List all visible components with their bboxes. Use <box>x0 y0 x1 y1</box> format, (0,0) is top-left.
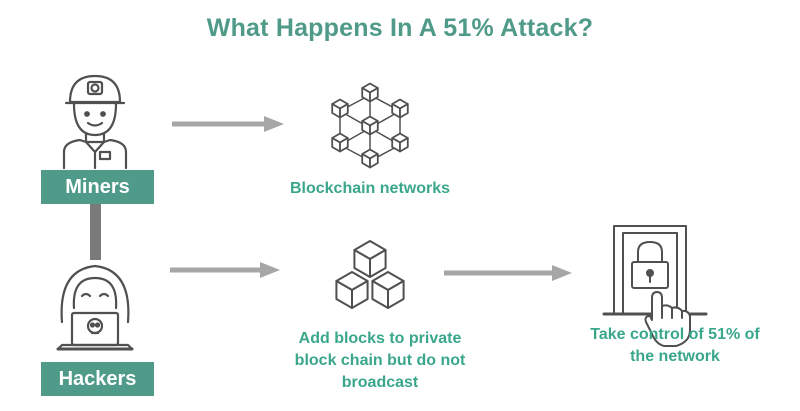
locked-door-hand-icon <box>602 225 708 347</box>
hacker-icon <box>56 264 134 351</box>
miners-hackers-connector <box>90 204 101 260</box>
blockchain-caption: Blockchain networks <box>289 180 451 197</box>
arrow-private-chain-to-control <box>444 265 572 281</box>
miner-icon <box>62 74 128 170</box>
page-title: What Happens In A 51% Attack? <box>206 14 594 42</box>
arrow-miners-to-blockchain <box>172 116 284 132</box>
control-caption: Take control of 51% of the network <box>590 326 760 365</box>
hackers-label: Hackers <box>41 362 154 396</box>
stacked-blocks-icon <box>335 240 405 309</box>
blockchain-network-icon <box>331 82 409 169</box>
miners-label: Miners <box>41 170 154 204</box>
arrow-hackers-to-private-chain <box>170 262 280 278</box>
private-chain-caption: Add blocks to private block chain but do… <box>294 330 466 391</box>
